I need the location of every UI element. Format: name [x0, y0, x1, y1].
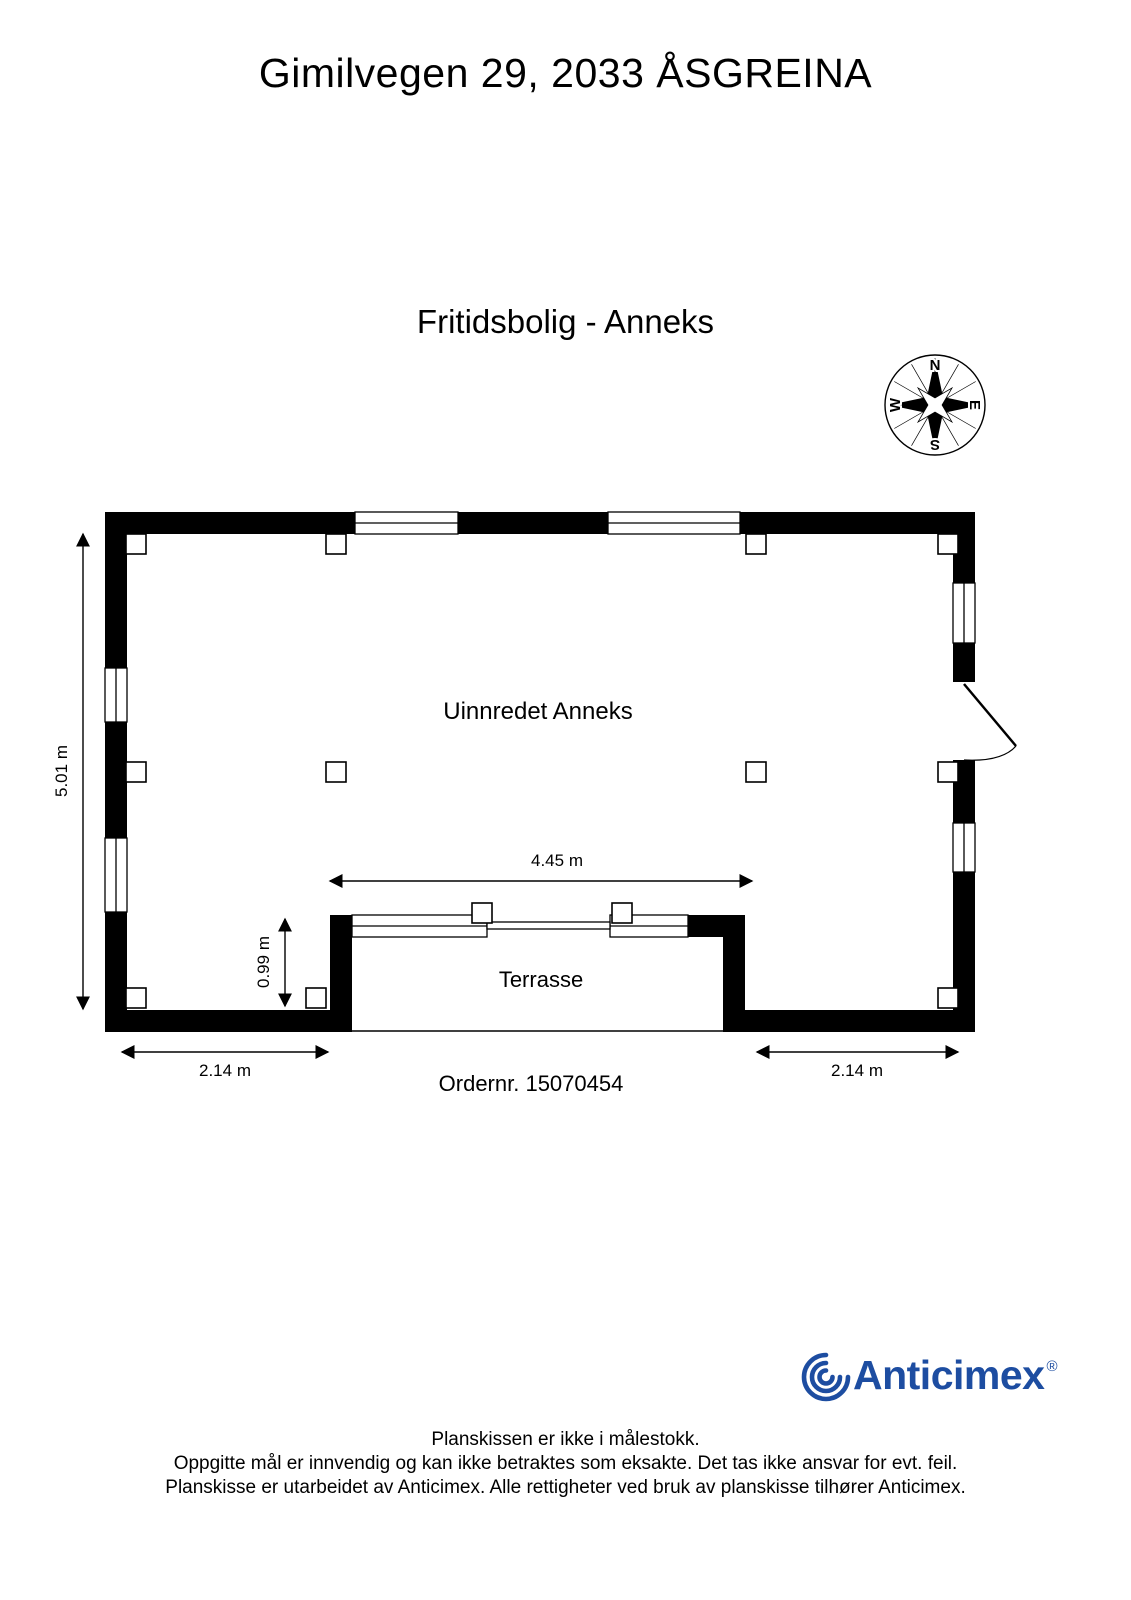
- footer-line-3: Planskisse er utarbeidet av Anticimex. A…: [165, 1477, 966, 1498]
- entry-door: [951, 682, 1017, 761]
- compass-letter-e: E: [966, 400, 983, 410]
- footer-line-1: Planskissen er ikke i målestokk.: [431, 1429, 700, 1450]
- windows: [104, 511, 976, 938]
- dim-label-bottom-left: 2.14 m: [199, 1061, 251, 1080]
- anticimex-logo-icon: [801, 1352, 851, 1402]
- dim-label-terrace-depth: 0.99 m: [254, 936, 273, 988]
- dim-label-bottom-right: 2.14 m: [831, 1061, 883, 1080]
- terrace-label: Terrasse: [498, 967, 584, 992]
- dimension-lines: [76, 532, 960, 1059]
- compass-letter-w: W: [887, 397, 904, 412]
- column-posts: [125, 533, 959, 1009]
- anticimex-logo-text: Anticimex®: [853, 1352, 1057, 1399]
- compass-rose-icon: N E S W: [884, 354, 986, 456]
- brand-name: Anticimex: [853, 1352, 1045, 1398]
- plan-subtitle: Fritidsbolig - Anneks: [416, 303, 715, 340]
- registered-mark-icon: ®: [1046, 1358, 1058, 1375]
- compass-letter-s: S: [930, 436, 940, 453]
- dim-label-left-height: 5.01 m: [52, 745, 71, 797]
- compass-letter-n: N: [930, 357, 941, 374]
- order-number: Ordernr. 15070454: [438, 1071, 624, 1096]
- footer-line-2: Oppgitte mål er innvendig og kan ikke be…: [173, 1453, 958, 1474]
- footer-disclaimer: Planskissen er ikke i målestokk. Oppgitt…: [0, 1428, 1131, 1500]
- room-label: Uinnredet Anneks: [443, 698, 633, 725]
- page-title: Gimilvegen 29, 2033 ÅSGREINA: [258, 50, 873, 96]
- dim-label-terrace-width: 4.45 m: [531, 851, 583, 870]
- walls: [105, 512, 975, 1032]
